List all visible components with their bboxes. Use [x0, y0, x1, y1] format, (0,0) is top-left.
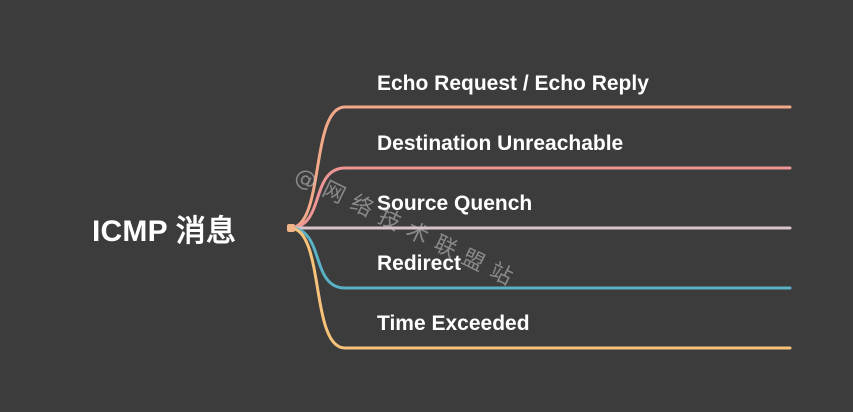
branch-label-time-exceeded: Time Exceeded	[377, 312, 530, 335]
branch-label-echo: Echo Request / Echo Reply	[377, 72, 649, 95]
branch-label-redirect: Redirect	[377, 252, 462, 275]
connector-echo	[288, 105, 792, 230]
root-hub	[287, 224, 295, 232]
branch-label-source-quench: Source Quench	[377, 192, 533, 215]
connector-redirect	[288, 226, 792, 290]
branch-label-destination-unreachable: Destination Unreachable	[377, 132, 624, 155]
connector-destination-unreachable	[288, 166, 792, 230]
connector-time-exceeded	[288, 226, 792, 350]
root-node-label: ICMP 消息	[92, 215, 237, 248]
